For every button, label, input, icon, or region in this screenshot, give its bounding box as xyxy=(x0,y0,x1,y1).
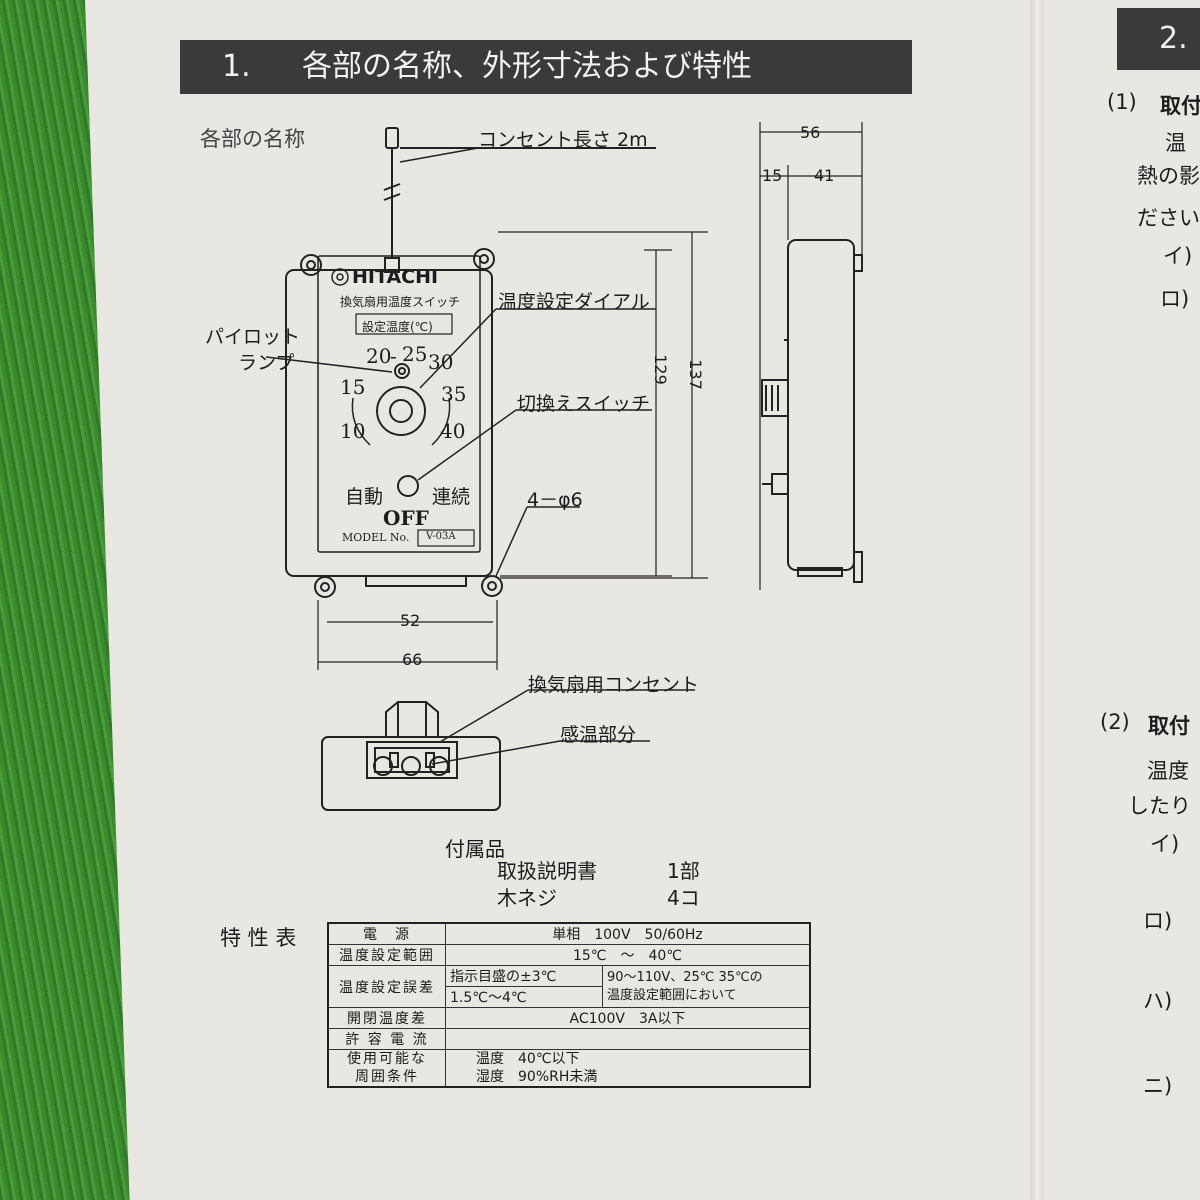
auto-mode-label: 自動 xyxy=(345,486,384,508)
dimension-lines xyxy=(317,122,863,670)
spec-value-note: 90～110V、25℃ 35℃の 温度設定範囲において xyxy=(602,965,811,1008)
scale-dash: - xyxy=(390,344,397,368)
dim-66: 66 xyxy=(402,650,423,669)
section-2-item-2-number: (2) xyxy=(1100,710,1130,734)
section-number: 1. xyxy=(222,49,251,84)
page-fold xyxy=(1030,0,1044,1200)
accessory-qty-2: 4コ xyxy=(667,886,700,910)
table-row: 電 源 単相 100V 50/60Hz xyxy=(327,922,811,945)
list-item-marker: イ) xyxy=(1163,244,1193,268)
spec-table: 電 源 単相 100V 50/60Hz 温度設定範囲 15℃ ～ 40℃ 温度設… xyxy=(327,922,811,1088)
table-row: 許 容 電 流 xyxy=(327,1028,811,1050)
spec-key: 温度設定範囲 xyxy=(327,944,446,966)
spec-key: 温度設定誤差 xyxy=(327,965,446,1008)
spec-value: 1.5℃～4℃ xyxy=(445,986,603,1008)
device-side-view xyxy=(761,239,863,583)
device-bottom-view xyxy=(321,701,501,811)
accessory-qty-1: 1部 xyxy=(667,859,700,883)
setting-label: 設定温度(℃) xyxy=(362,320,433,334)
brand-name: HITACHI xyxy=(352,266,439,288)
model-label: MODEL No. xyxy=(342,531,410,544)
leader-lines xyxy=(265,147,695,765)
cord-length-label: コンセント長さ 2m xyxy=(478,129,648,151)
list-item-marker: イ) xyxy=(1150,832,1180,856)
spec-value: 温度 40℃以下 湿度 90%RH未満 xyxy=(445,1049,811,1088)
table-row: 温度設定誤差 指示目盛の±3℃ 90～110V、25℃ 35℃の 温度設定範囲に… xyxy=(327,965,811,1008)
dim-52: 52 xyxy=(400,611,421,630)
body-text-line: したり xyxy=(1128,794,1191,818)
note-line-1: 90～110V、25℃ 35℃の xyxy=(607,969,763,985)
scale-25: 25 xyxy=(402,342,428,366)
section-2-item-2-heading: 取付 xyxy=(1148,714,1190,738)
scale-15: 15 xyxy=(340,375,366,399)
pilot-label-line2: ランプ xyxy=(238,352,295,374)
spec-value: 単相 100V 50/60Hz xyxy=(445,922,811,945)
spec-value: AC100V 3A以下 xyxy=(445,1007,811,1029)
parts-heading: 各部の名称 xyxy=(200,127,305,151)
accessories-heading: 付属品 xyxy=(445,837,505,861)
value-line-2: 湿度 90%RH未満 xyxy=(476,1069,598,1085)
note-line-2: 温度設定範囲において xyxy=(607,987,737,1003)
continuous-mode-label: 連続 xyxy=(432,486,471,508)
scale-35: 35 xyxy=(441,382,467,406)
key-line-2: 周囲条件 xyxy=(355,1069,419,1085)
body-text-line: 熱の影 xyxy=(1137,164,1200,188)
scale-10: 10 xyxy=(340,419,366,443)
section-2-item-1-number: (1) xyxy=(1107,90,1137,114)
spec-key: 電 源 xyxy=(327,922,446,945)
hole-label: 4－φ6 xyxy=(527,489,583,511)
spec-value: 指示目盛の±3℃ xyxy=(445,965,603,987)
accessory-name-1: 取扱説明書 xyxy=(497,859,597,883)
off-label: OFF xyxy=(383,506,429,530)
body-text-line: ださい xyxy=(1137,206,1200,230)
scale-40: 40 xyxy=(440,419,466,443)
list-item-marker: ハ) xyxy=(1143,989,1173,1013)
power-cord xyxy=(383,127,656,273)
body-text-line: 温 xyxy=(1165,131,1186,155)
list-item-marker: ロ) xyxy=(1160,287,1190,311)
spec-key: 開閉温度差 xyxy=(327,1007,446,1029)
model-value: V-03A xyxy=(426,531,456,542)
spec-value: 15℃ ～ 40℃ xyxy=(445,944,811,966)
table-row: 温度設定範囲 15℃ ～ 40℃ xyxy=(327,944,811,966)
dial-label: 温度設定ダイアル xyxy=(498,291,650,313)
spec-key: 使用可能な 周囲条件 xyxy=(327,1049,446,1088)
pilot-label-line1: パイロット xyxy=(205,326,301,348)
spec-value xyxy=(445,1028,811,1050)
list-item-marker: ロ) xyxy=(1143,909,1173,933)
device-front-outline xyxy=(285,248,503,598)
value-line-1: 温度 40℃以下 xyxy=(476,1051,580,1067)
accessory-name-2: 木ネジ xyxy=(497,886,557,910)
product-name: 換気扇用温度スイッチ xyxy=(340,295,461,309)
section-title: 各部の名称、外形寸法および特性 xyxy=(302,49,752,84)
section-2-item-1-heading: 取付 xyxy=(1160,94,1200,118)
key-line-1: 使用可能な xyxy=(347,1051,427,1067)
list-item-marker: ニ) xyxy=(1143,1074,1173,1098)
section-2-header: 2. xyxy=(1117,8,1200,70)
scale-20: 20 xyxy=(366,344,392,368)
section-1-header: 1. 各部の名称、外形寸法および特性 xyxy=(180,40,912,94)
table-row: 使用可能な 周囲条件 温度 40℃以下 湿度 90%RH未満 xyxy=(327,1049,811,1088)
spec-table-heading: 特 性 表 xyxy=(220,926,297,950)
body-text-line: 温度 xyxy=(1147,759,1189,783)
scale-30: 30 xyxy=(428,350,454,374)
spec-key: 許 容 電 流 xyxy=(327,1028,446,1050)
table-row: 開閉温度差 AC100V 3A以下 xyxy=(327,1007,811,1029)
